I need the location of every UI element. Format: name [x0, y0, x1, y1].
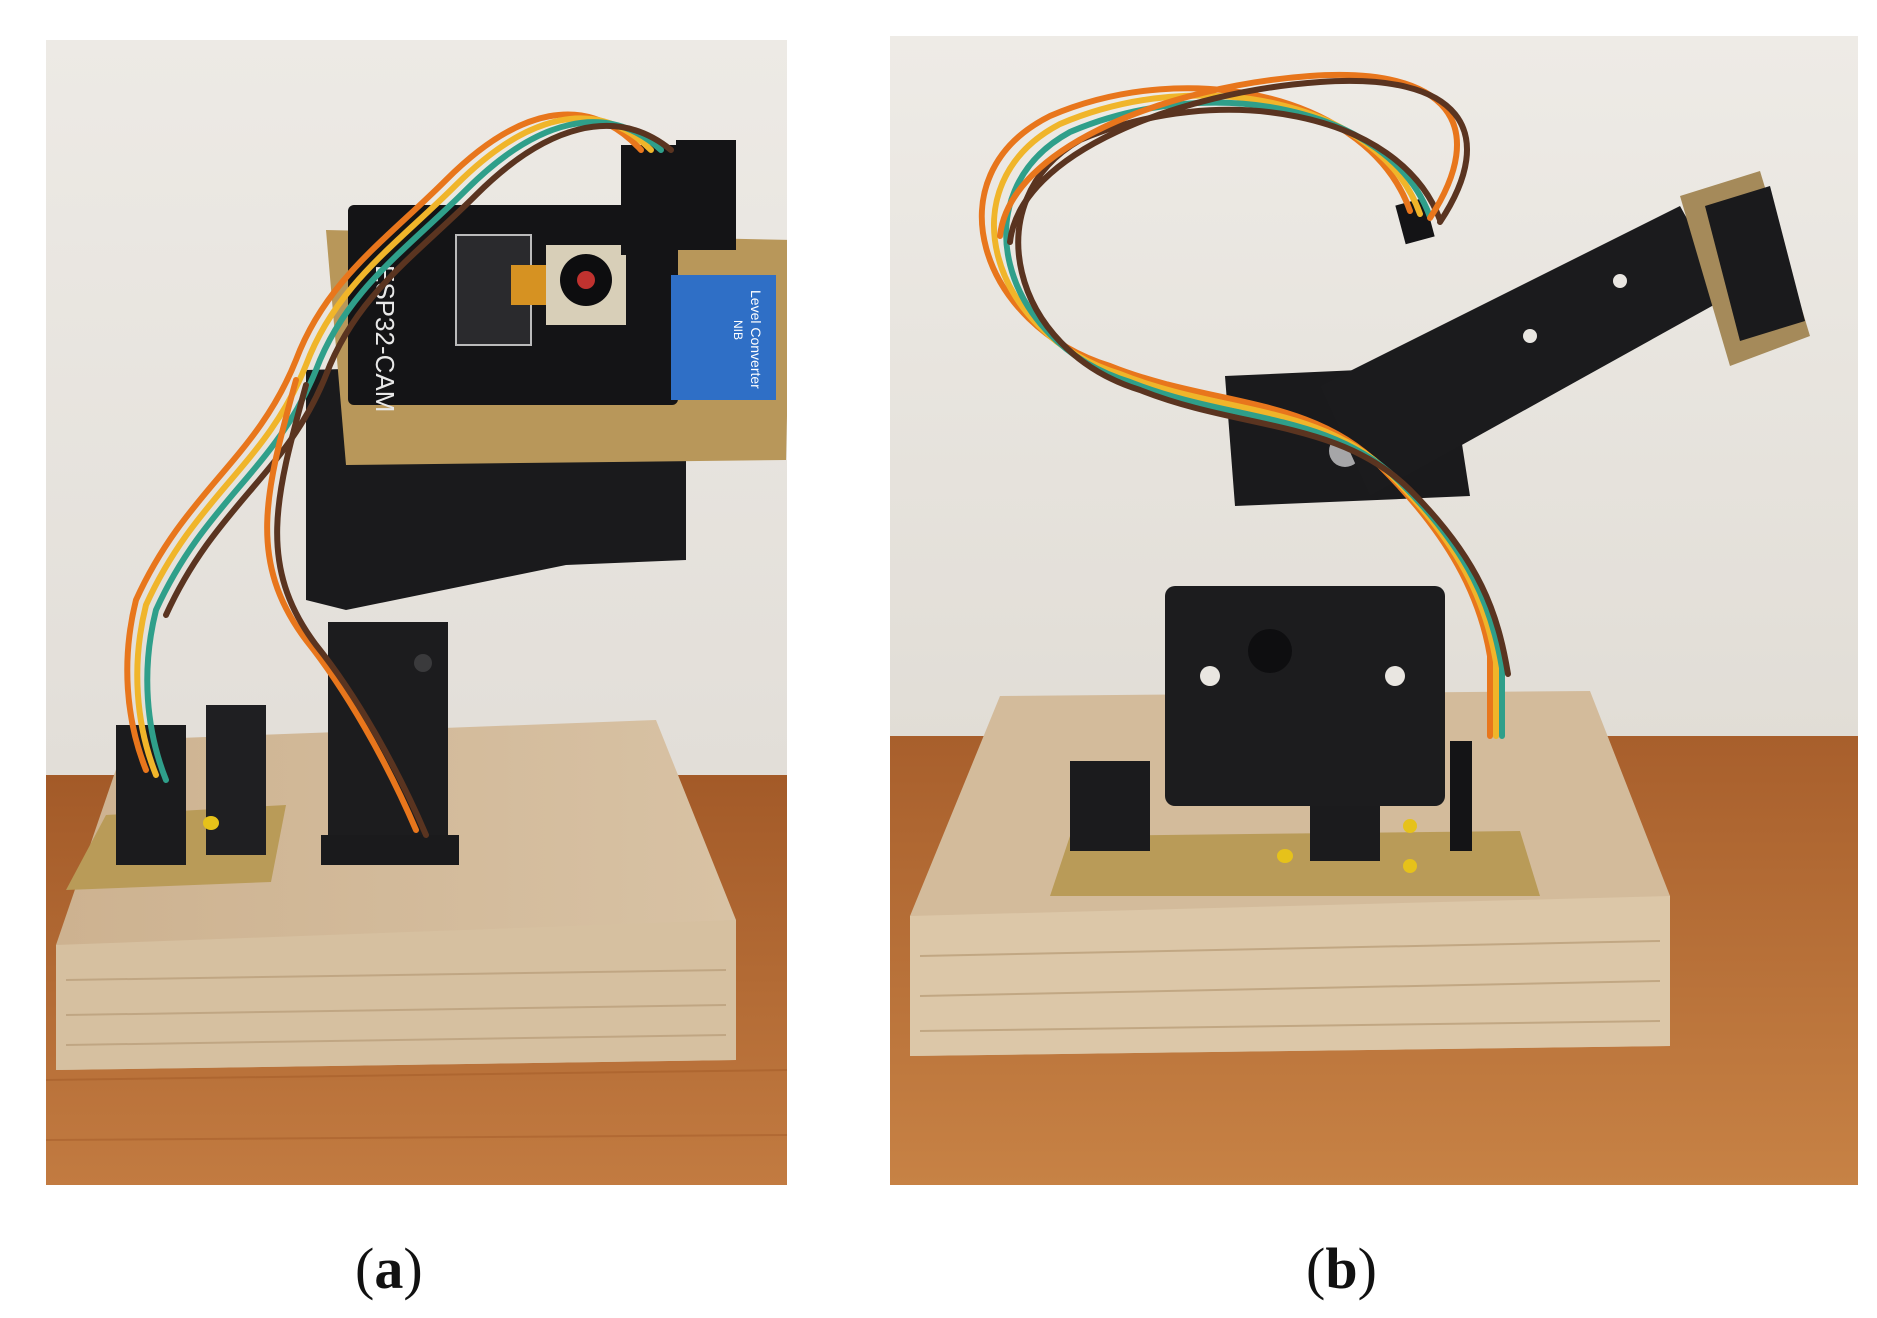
servo-wires [124, 111, 674, 838]
camera-module [1705, 186, 1805, 341]
wooden-base-front-face [910, 896, 1670, 1056]
pin-header-connector [116, 725, 186, 865]
level-converter-module [671, 275, 776, 400]
caption-a-letter: a [374, 1236, 404, 1301]
pan-tilt-camera-side-photo [890, 36, 1858, 1185]
capacitor-3 [1403, 859, 1417, 873]
capacitor-1 [1277, 849, 1293, 863]
dupont-header-left [621, 145, 676, 255]
caption-b-close-paren: ) [1357, 1236, 1377, 1301]
control-pcb [1050, 831, 1540, 896]
lower-servo [1165, 586, 1445, 806]
level-converter-sublabel: NIB [731, 320, 745, 340]
socket-connector [206, 705, 266, 855]
capacitor-2 [1403, 819, 1417, 833]
dupont-header-right [676, 140, 736, 250]
photo-panel-a: ESP32-CAM Level Converter NIB [46, 40, 787, 1185]
camera-lens-center [577, 271, 595, 289]
caption-b-open-paren: ( [1306, 1236, 1326, 1301]
servo-wires [978, 71, 1511, 739]
caption-b: (b) [1306, 1240, 1377, 1298]
level-converter-label: Level Converter [748, 290, 764, 389]
servo-connector-header [1450, 741, 1472, 851]
caption-a-open-paren: ( [355, 1236, 375, 1301]
photo-panel-b [890, 36, 1858, 1185]
caption-a-close-paren: ) [403, 1236, 423, 1301]
wooden-base-front-face [56, 920, 736, 1070]
pan-tilt-camera-front-photo: ESP32-CAM Level Converter NIB [46, 40, 787, 1185]
caption-b-letter: b [1325, 1236, 1358, 1301]
dc-power-jack [1070, 761, 1150, 851]
capacitor [203, 816, 219, 830]
caption-a: (a) [355, 1240, 423, 1298]
camera-arm [1320, 206, 1730, 496]
